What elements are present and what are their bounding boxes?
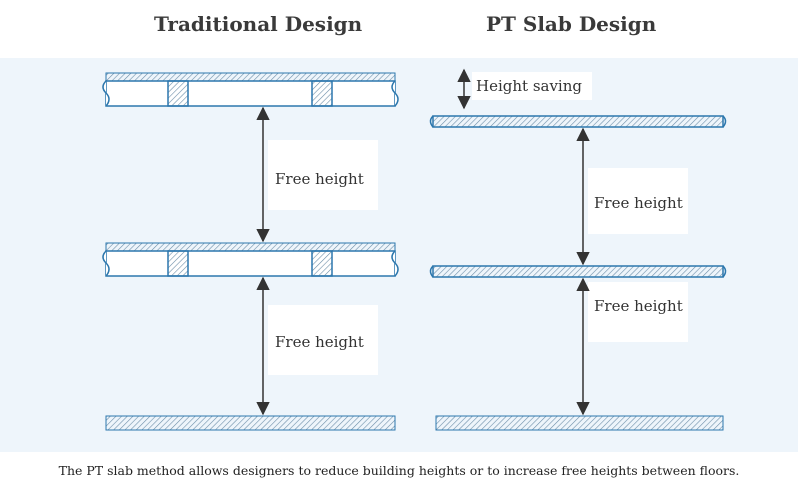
traditional-middle-slab-hatch <box>105 242 396 252</box>
traditional-upper-beam-left <box>167 80 189 107</box>
height-saving-label: Height saving <box>476 77 582 95</box>
pt-height-saving-label-background <box>472 72 592 100</box>
pt-upper-slab <box>432 115 724 128</box>
traditional-middle-beam-left <box>167 250 189 277</box>
traditional-upper-slab-hatch <box>105 72 396 82</box>
traditional-design-heading: Traditional Design <box>154 12 363 36</box>
traditional-upper-slab <box>102 72 399 107</box>
pt-lower-label-background <box>588 282 688 342</box>
traditional-lower-label-background <box>268 305 378 375</box>
traditional-upper-free-height-label: Free height <box>275 170 364 188</box>
pt-upper-slab-left-break <box>429 115 434 128</box>
pt-upper-label-background <box>588 168 688 234</box>
pt-middle-slab <box>432 265 724 278</box>
traditional-upper-slab-left-break <box>102 80 110 107</box>
pt-slab-design-heading: PT Slab Design <box>486 12 657 36</box>
traditional-upper-beam-right <box>311 80 333 107</box>
traditional-middle-beam-right <box>311 250 333 277</box>
traditional-middle-slab-right-break <box>391 250 399 277</box>
traditional-upper-label-background <box>268 140 378 210</box>
traditional-middle-slab <box>102 242 399 277</box>
figure-caption: The PT slab method allows designers to r… <box>58 463 740 478</box>
pt-middle-slab-right-break <box>722 265 727 278</box>
traditional-lower-free-height-label: Free height <box>275 333 364 351</box>
pt-upper-slab-right-break <box>722 115 727 128</box>
traditional-middle-slab-left-break <box>102 250 110 277</box>
traditional-upper-slab-right-break <box>391 80 399 107</box>
traditional-middle-slab-body <box>105 250 396 277</box>
pt-middle-slab-left-break <box>429 265 434 278</box>
traditional-ground-slab <box>105 415 396 431</box>
pt-upper-free-height-label: Free height <box>594 194 683 212</box>
pt-lower-free-height-label: Free height <box>594 297 683 315</box>
traditional-upper-slab-body <box>105 80 396 107</box>
pt-ground-slab <box>435 415 724 431</box>
